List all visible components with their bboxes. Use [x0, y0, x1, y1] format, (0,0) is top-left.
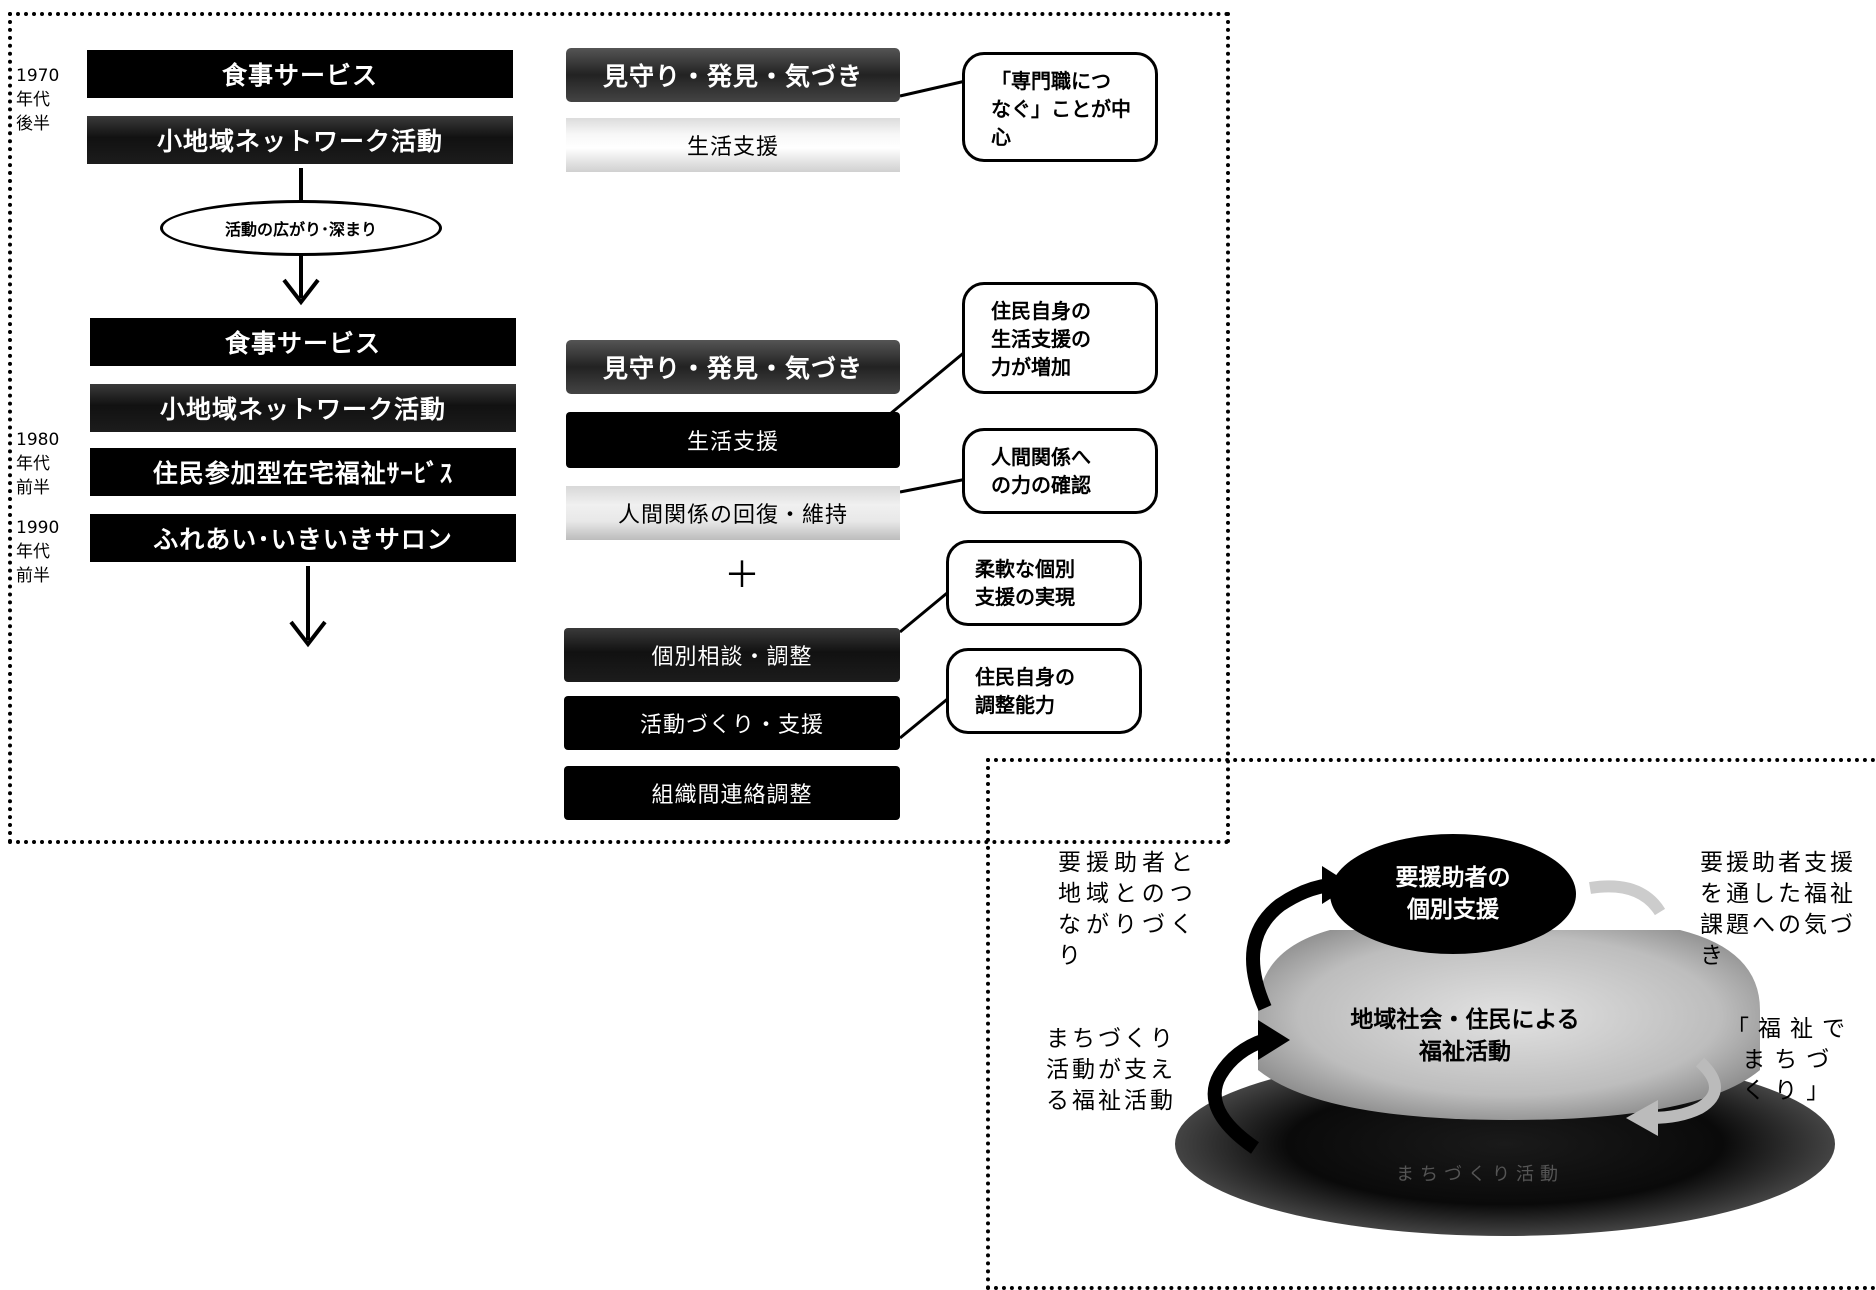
- bar-inter-organization: 組織間連絡調整: [564, 766, 900, 820]
- callout-flexible-individual: 柔軟な個別 支援の実現: [946, 540, 1142, 626]
- year-label-1990: 1990 年代 前半: [16, 518, 60, 586]
- individual-support-oval: 要援助者の 個別支援: [1330, 834, 1576, 954]
- individual-support-line2: 個別支援: [1407, 897, 1499, 923]
- bar-resident-home-welfare: 住民参加型在宅福祉ｻｰﾋﾞｽ: [90, 448, 516, 496]
- bar-life-support-1980: 生活支援: [566, 412, 900, 468]
- text-connection-building: 要援助者と 地域とのつ ながりづく り: [1058, 850, 1198, 969]
- community-welfare-label: 地域社会・住民による 福祉活動: [1330, 1004, 1600, 1068]
- middle-layer-shape: [1258, 930, 1760, 1120]
- bar-relationship-recovery: 人間関係の回復・維持: [566, 486, 900, 540]
- year-label-1970: 1970 年代 後半: [16, 66, 60, 134]
- curved-arrow-lower-right: [1649, 1057, 1721, 1124]
- plus-sign: ＋: [724, 555, 761, 596]
- transition-ellipse: 活動の広がり･深まり: [160, 200, 442, 256]
- callout-tail-2: [889, 344, 973, 416]
- bar-small-area-network-1970: 小地域ネットワーク活動: [87, 116, 513, 164]
- text-machizukuri-support: まちづくり 活動が支え る福祉活動: [1046, 1026, 1176, 1114]
- individual-support-line1: 要援助者の: [1395, 865, 1511, 891]
- flow-arrowhead-2: [289, 620, 327, 648]
- bar-life-support-1970: 生活支援: [566, 118, 900, 172]
- callout-tail-1: [899, 78, 971, 98]
- callout-resident-coordination: 住民自身の 調整能力: [946, 648, 1142, 734]
- curved-arrow-upper-left: [1246, 878, 1332, 1011]
- year-label-1980: 1980 年代 前半: [16, 430, 60, 498]
- flow-arrowhead-1: [282, 278, 320, 306]
- callout-resident-life-support: 住民自身の 生活支援の 力が増加: [962, 282, 1158, 394]
- curved-arrow-lower-left: [1207, 1033, 1268, 1154]
- machizukuri-base-label: まちづくり活動: [1396, 1164, 1564, 1185]
- callout-connect-professionals: 「専門職につ なぐ」ことが中 心: [962, 52, 1158, 162]
- bar-small-area-network-1980: 小地域ネットワーク活動: [90, 384, 516, 432]
- bar-meal-service-1980: 食事サービス: [90, 318, 516, 366]
- callout-tail-3: [899, 476, 973, 494]
- bar-fureai-salon: ふれあい･いきいきサロン: [90, 514, 516, 562]
- bar-watch-discover-1970: 見守り・発見・気づき: [566, 48, 900, 102]
- bar-meal-service-1970: 食事サービス: [87, 50, 513, 98]
- curved-arrow-lower-right-head: [1626, 1100, 1658, 1136]
- lower-dotted-frame: [986, 758, 1876, 1290]
- curved-arrow-upper-right: [1589, 880, 1666, 916]
- text-welfare-machizukuri: 「福祉で まちづ くり」: [1726, 1016, 1854, 1104]
- bar-activity-creation: 活動づくり・支援: [564, 696, 900, 750]
- upper-dotted-frame: [8, 12, 1230, 844]
- curved-arrow-lower-left-head: [1258, 1020, 1290, 1060]
- bar-watch-discover-1980: 見守り・発見・気づき: [566, 340, 900, 394]
- bar-individual-consultation: 個別相談・調整: [564, 628, 900, 682]
- community-welfare-line1: 地域社会・住民による: [1350, 1007, 1580, 1033]
- callout-relationship-power: 人間関係へ の力の確認: [962, 428, 1158, 514]
- text-welfare-awareness: 要援助者支援 を通した福祉 課題への気づ き: [1700, 850, 1856, 969]
- community-welfare-line2: 福祉活動: [1419, 1039, 1511, 1065]
